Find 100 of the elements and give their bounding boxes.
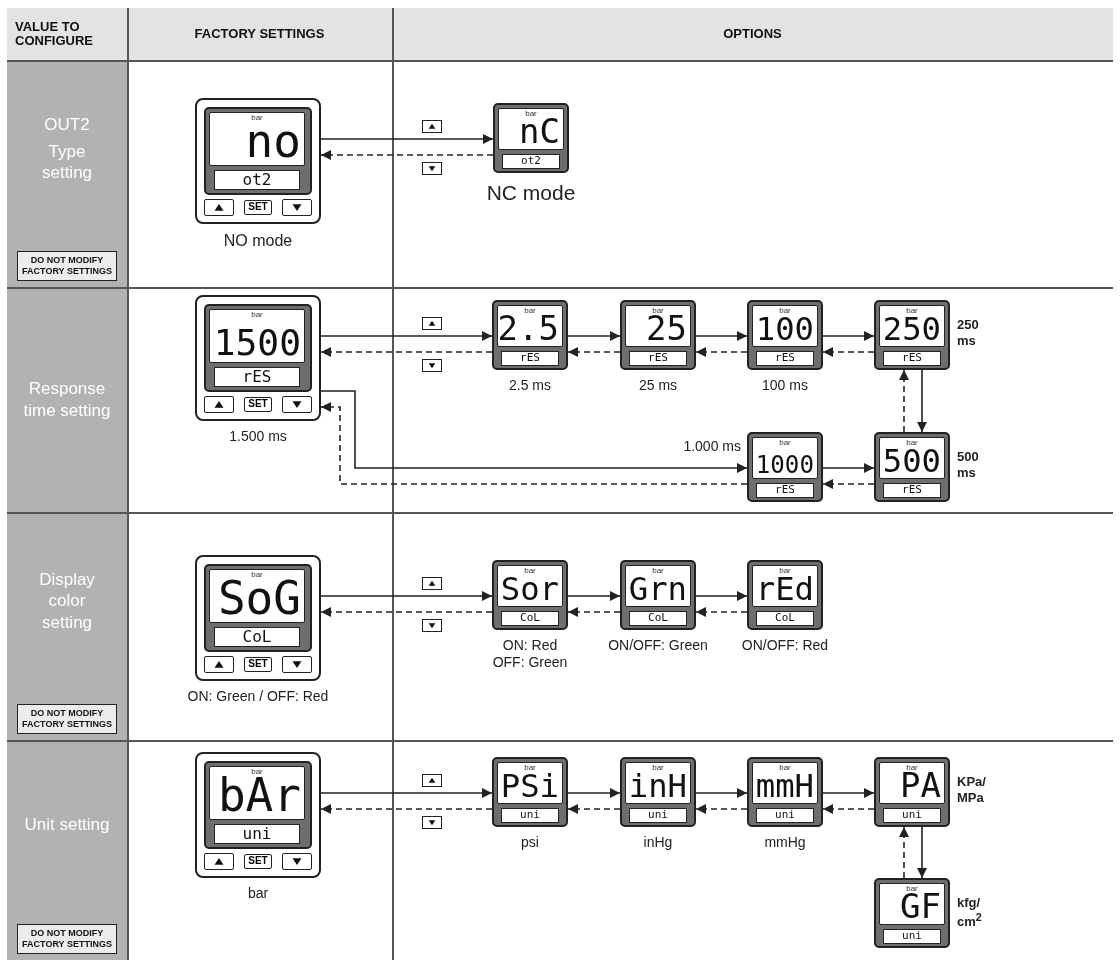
arrow (822, 331, 875, 341)
arrow (567, 331, 621, 341)
sub-display: rES (883, 483, 941, 498)
dashed-arrow (695, 804, 748, 814)
unit-text: bar (651, 567, 665, 575)
display-value: rEd (755, 572, 814, 605)
arrow (822, 788, 875, 798)
unit-text: bar (651, 764, 665, 772)
lcd-display (747, 560, 823, 630)
display-value: Grn (628, 572, 687, 605)
node-label: 250 ms (957, 317, 980, 349)
unit-text: bar (250, 311, 264, 319)
unit-text: bar (905, 885, 919, 893)
warning-note: DO NOT MODIFY FACTORY SETTINGS (17, 251, 117, 281)
lcd-display (620, 300, 696, 370)
unit-text: bar (905, 439, 919, 447)
arrow (917, 369, 927, 433)
sub-display: rES (214, 367, 300, 387)
unit-text: bar (905, 764, 919, 772)
unit-text: bar (905, 307, 919, 315)
row-title: Type setting (40, 140, 94, 184)
display-value: 1500 (213, 324, 301, 361)
column-header: OPTIONS (392, 8, 1113, 60)
arrow (320, 134, 494, 144)
dashed-arrow (320, 347, 493, 357)
node-label: KPa/ MPa (957, 774, 987, 806)
row-title: Display color setting (38, 569, 96, 633)
node-label: bar (246, 885, 270, 902)
display-value: 500 (882, 444, 941, 477)
unit-text: bar (524, 110, 538, 118)
node-label: inHg (642, 834, 674, 851)
arrow (320, 390, 748, 473)
sub-display: ot2 (214, 170, 300, 190)
unit-text: bar (250, 768, 264, 776)
unit-text: bar (523, 764, 537, 772)
unit-text: bar (778, 567, 792, 575)
lcd-display (493, 103, 569, 173)
pressure-switch (195, 98, 321, 224)
unit-text: bar (778, 764, 792, 772)
lcd-display (747, 757, 823, 827)
sub-display: ot2 (502, 154, 560, 169)
sub-display: CoL (756, 611, 814, 626)
node-label: 100 ms (761, 377, 809, 394)
lcd-display (747, 432, 823, 502)
row-title: Response time setting (22, 378, 112, 421)
node-label: 1.500 ms (228, 428, 288, 445)
sub-display: rES (629, 351, 687, 366)
unit-text: bar (523, 307, 537, 315)
lcd-display (874, 300, 950, 370)
arrow (695, 788, 748, 798)
dashed-arrow (899, 369, 909, 433)
row-title: Unit setting (23, 814, 111, 836)
set-button: SET (244, 200, 272, 215)
dashed-arrow (567, 347, 621, 357)
dashed-arrow (822, 479, 875, 489)
sub-display: uni (883, 808, 941, 823)
sub-display: uni (629, 808, 687, 823)
node-label: ON: Green / OFF: Red (186, 688, 330, 705)
set-button: SET (244, 397, 272, 412)
arrow (822, 463, 875, 473)
column-header: VALUE TO CONFIGURE (7, 8, 127, 60)
sub-display: rES (501, 351, 559, 366)
lcd-display (747, 300, 823, 370)
dashed-arrow (320, 804, 493, 814)
lcd-display (492, 300, 568, 370)
dashed-arrow (695, 347, 748, 357)
display-value: 1000 (755, 452, 814, 477)
row-title: OUT2 (43, 113, 91, 135)
dashed-arrow (567, 804, 621, 814)
node-label: ON/OFF: Green (607, 637, 709, 654)
node-label: kfg/ cm$^{2}$ (957, 895, 983, 930)
dashed-arrow (822, 347, 875, 357)
dashed-arrow (320, 607, 493, 617)
display-value: 100 (755, 312, 814, 345)
set-button: SET (244, 854, 272, 869)
node-label: mmHg (763, 834, 807, 851)
dashed-arrow (320, 150, 494, 160)
lcd-display (492, 560, 568, 630)
lcd-display (874, 878, 950, 948)
display-value: 250 (882, 312, 941, 345)
lcd-display (620, 757, 696, 827)
dashed-arrow (695, 607, 748, 617)
node-label: 500 ms (957, 449, 980, 481)
sub-display: rES (756, 483, 814, 498)
arrow (567, 591, 621, 601)
node-label: 25 ms (637, 377, 679, 394)
unit-text: bar (651, 307, 665, 315)
arrow (320, 331, 493, 341)
sub-display: CoL (501, 611, 559, 626)
lcd-display (874, 432, 950, 502)
arrow (695, 591, 748, 601)
node-label: NO mode (222, 231, 294, 251)
node-label: ON: Red OFF: Green (491, 637, 569, 671)
sub-display: rES (883, 351, 941, 366)
node-label: ON/OFF: Red (740, 637, 830, 654)
sub-display: rES (756, 351, 814, 366)
sub-display: CoL (214, 627, 300, 647)
sub-display: CoL (629, 611, 687, 626)
dashed-arrow (899, 826, 909, 879)
column-header: FACTORY SETTINGS (127, 8, 392, 60)
